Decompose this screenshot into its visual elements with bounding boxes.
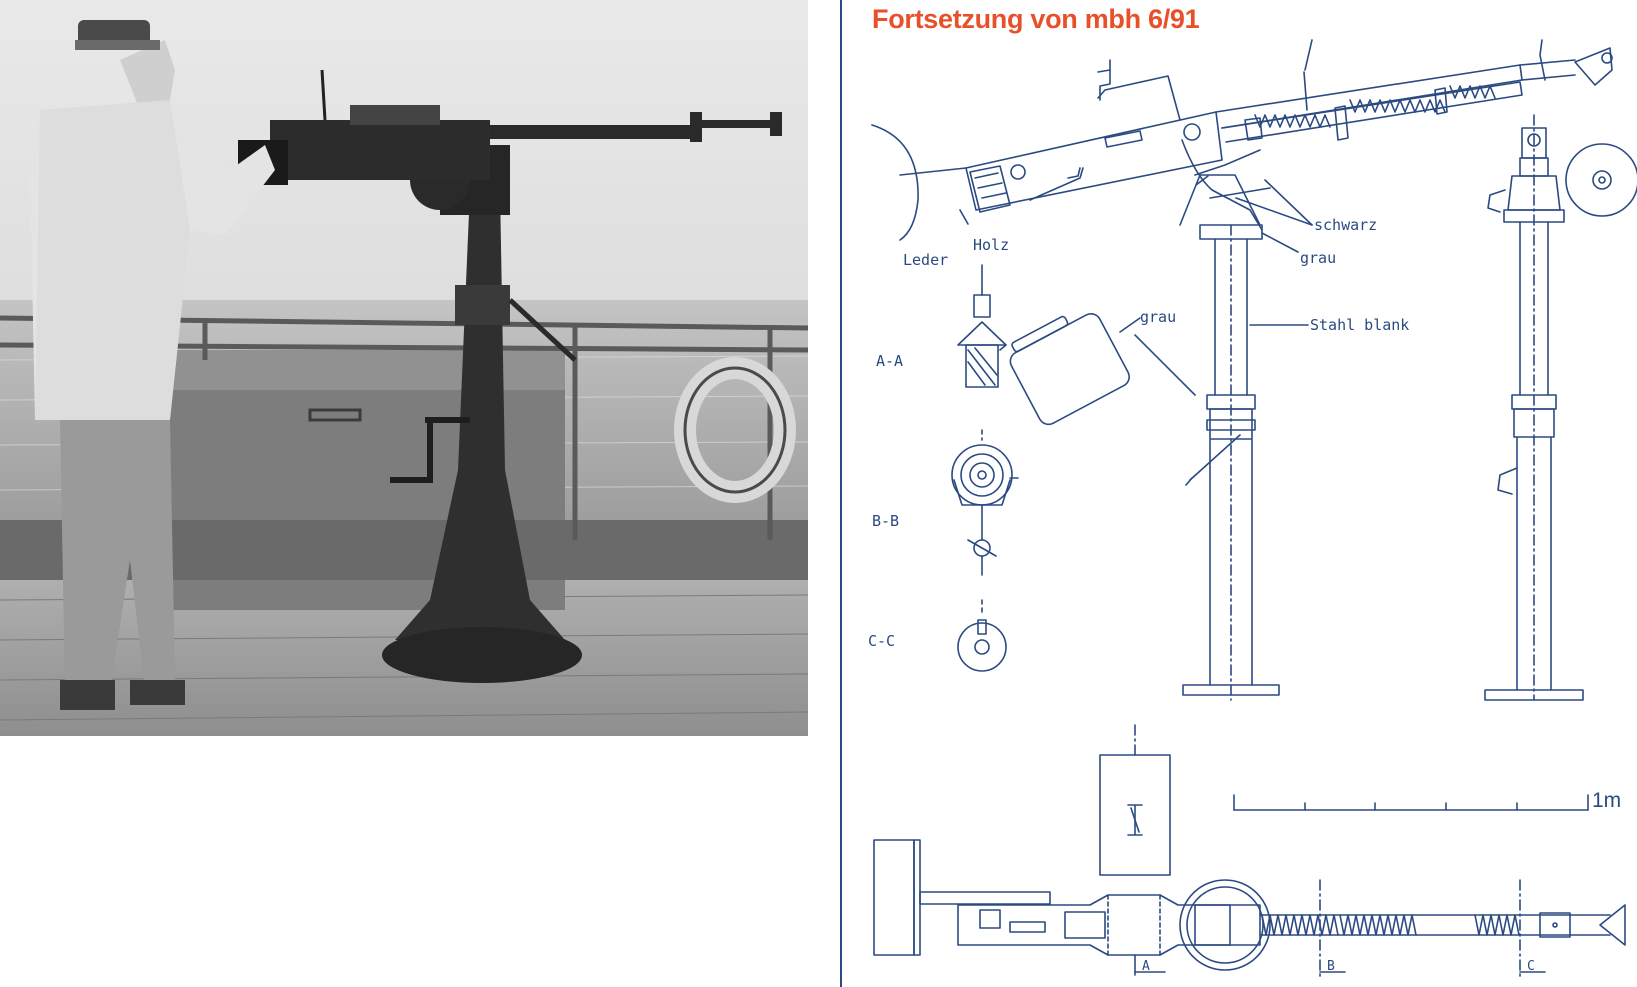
section-a-a [957,264,1130,426]
scale-bar [1233,794,1589,811]
label-mark-b: B [1327,959,1335,974]
label-holz: Holz [973,236,1009,254]
section-c-c [957,599,1007,672]
front-view [1484,114,1637,701]
section-b-b [951,429,1019,576]
page-title: Fortsetzung von mbh 6/91 [872,4,1200,34]
gun-photograph [0,0,808,736]
label-mark-a: A [1142,959,1150,974]
label-leder: Leder [903,251,948,269]
page-divider [840,0,842,987]
label-grau-box: grau [1140,308,1176,326]
technical-drawing: Leder Holz schwarz grau grau Stahl blank… [868,39,1637,981]
side-view-pedestal [1182,224,1280,701]
label-mark-c: C [1527,959,1535,974]
label-section-cc: C-C [868,632,895,650]
label-schwarz: schwarz [1314,216,1377,234]
label-section-aa: A-A [876,352,903,370]
top-view [873,724,1626,981]
label-grau-top: grau [1300,249,1336,267]
label-scale-1m: 1m [1592,789,1621,812]
side-view-gun [871,39,1613,241]
label-section-bb: B-B [872,512,899,530]
label-stahl-blank: Stahl blank [1310,316,1409,334]
